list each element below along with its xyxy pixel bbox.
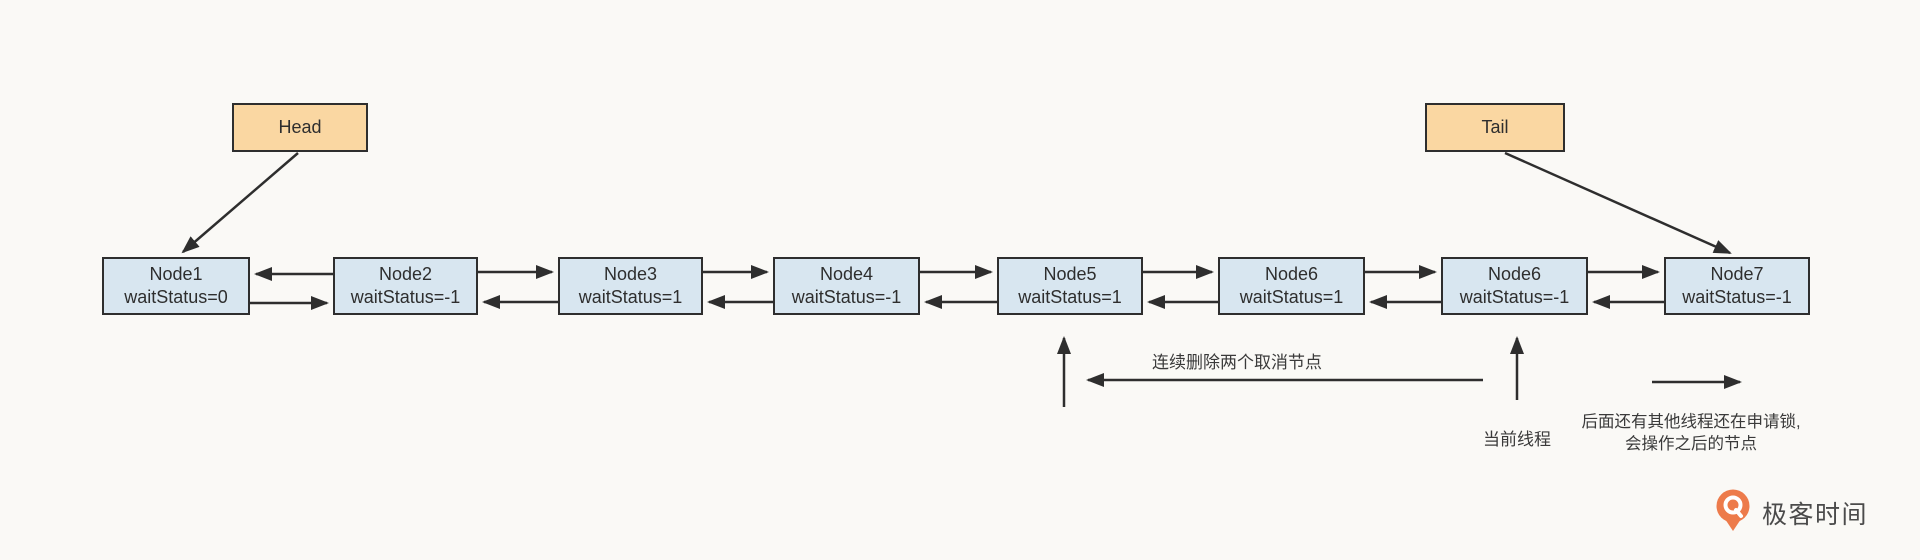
head-pointer-box: Head xyxy=(232,103,368,152)
node-box-1: Node1 waitStatus=0 xyxy=(102,257,250,315)
node-status: waitStatus=-1 xyxy=(1682,287,1792,307)
node-status: waitStatus=-1 xyxy=(350,287,461,307)
node-title: Node7 xyxy=(1710,264,1764,284)
node-box-4: Node4 waitStatus=-1 xyxy=(773,257,920,315)
later-threads-line1: 后面还有其他线程还在申请锁, xyxy=(1581,413,1801,431)
node-box-6b: Node6 waitStatus=-1 xyxy=(1441,257,1588,315)
node-box-2: Node2 waitStatus=-1 xyxy=(333,257,478,315)
later-threads-line2: 会操作之后的节点 xyxy=(1625,435,1757,453)
current-thread-text: 当前线程 xyxy=(1483,430,1551,449)
node-status: waitStatus=-1 xyxy=(791,287,902,307)
geektime-logo: 极客时间 xyxy=(1716,489,1868,536)
tail-to-node7-arrow xyxy=(1504,151,1732,255)
node-status: waitStatus=1 xyxy=(578,287,683,307)
node-status: waitStatus=1 xyxy=(1018,287,1122,307)
node-title: Node2 xyxy=(378,264,433,284)
tail-pointer-label: Tail xyxy=(1481,117,1509,137)
node-box-6: Node6 waitStatus=1 xyxy=(1218,257,1365,315)
geektime-logo-text: 极客时间 xyxy=(1762,500,1869,529)
node-box-7: Node7 waitStatus=-1 xyxy=(1664,257,1810,315)
node-title: Node4 xyxy=(819,264,874,284)
head-pointer-label: Head xyxy=(278,117,322,137)
node-status: waitStatus=0 xyxy=(124,287,228,307)
geektime-logo-icon xyxy=(1716,489,1750,531)
node-title: Node5 xyxy=(1043,264,1097,284)
tail-pointer-box: Tail xyxy=(1425,103,1565,152)
later-threads-text: 后面还有其他线程还在申请锁, 会操作之后的节点 xyxy=(1530,411,1852,455)
node-box-3: Node3 waitStatus=1 xyxy=(558,257,703,315)
head-to-node1-arrow xyxy=(181,152,299,254)
delete-note-text: 连续删除两个取消节点 xyxy=(1152,353,1322,372)
node-title: Node1 xyxy=(149,264,203,284)
node-status: waitStatus=-1 xyxy=(1459,287,1570,307)
node-title: Node6 xyxy=(1264,264,1319,284)
node-box-5: Node5 waitStatus=1 xyxy=(997,257,1143,315)
node-title: Node3 xyxy=(603,264,658,284)
node-status: waitStatus=1 xyxy=(1239,287,1344,307)
node-title: Node6 xyxy=(1487,264,1542,284)
